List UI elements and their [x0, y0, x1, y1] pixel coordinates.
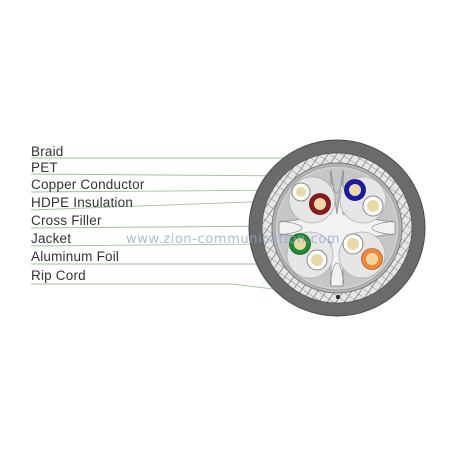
rip-cord	[335, 294, 341, 300]
conductor	[367, 200, 379, 212]
leader-line-copper-conductor	[30, 189, 293, 193]
conductor	[294, 238, 306, 250]
pair-blue	[344, 179, 384, 217]
cross-filler-arm-w	[280, 220, 303, 236]
conductor	[314, 198, 326, 210]
label-hdpe-insulation: HDPE Insulation	[31, 195, 134, 210]
jacket-edge	[248, 139, 426, 317]
cross-filler-arm-n	[329, 171, 345, 194]
conductor	[366, 253, 378, 265]
leader-line-jacket	[30, 243, 263, 247]
watermark: www.zion-communication.com	[126, 232, 341, 247]
cross-filler-arm-s	[329, 262, 345, 285]
cross-filler-body	[278, 169, 396, 287]
cable	[248, 139, 426, 317]
label-pet: PET	[31, 160, 58, 175]
cross-filler	[278, 169, 396, 287]
label-cross-filler: Cross Filler	[31, 213, 102, 228]
conductor	[349, 184, 361, 196]
pair-orange	[291, 182, 331, 215]
label-aluminum-foil: Aluminum Foil	[31, 249, 120, 264]
label-rip-cord: Rip Cord	[31, 268, 86, 283]
leader-line-cross-filler	[30, 225, 287, 229]
label-copper-conductor: Copper Conductor	[31, 177, 145, 192]
conductor	[311, 254, 323, 266]
cross-filler-arm-e	[371, 220, 394, 236]
label-jacket: Jacket	[31, 231, 72, 246]
label-braid: Braid	[31, 144, 64, 159]
leader-line-pet	[30, 173, 291, 177]
conductor	[296, 187, 306, 197]
conductor	[347, 238, 359, 250]
pair-green	[289, 233, 328, 271]
pair-brown	[342, 233, 383, 270]
leader-lines	[30, 157, 339, 298]
